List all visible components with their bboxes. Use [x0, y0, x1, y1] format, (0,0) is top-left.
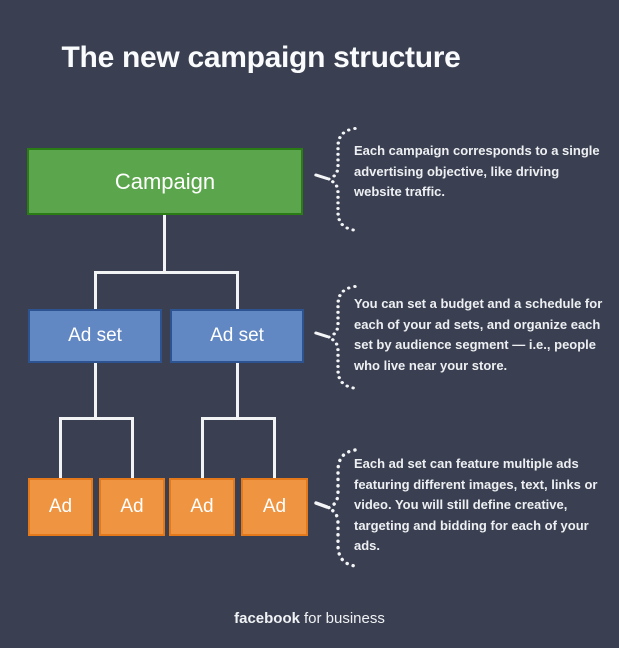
- ad-box-4: Ad: [241, 478, 308, 536]
- connector-line: [201, 417, 204, 478]
- ad-label: Ad: [262, 496, 287, 517]
- campaign-box: Campaign: [27, 148, 303, 215]
- connector-line: [201, 417, 276, 420]
- annotation-ad: Each ad set can feature multiple ads fea…: [354, 456, 598, 553]
- ad-label: Ad: [48, 496, 73, 517]
- connector-line: [163, 215, 166, 273]
- connector-line: [94, 271, 239, 274]
- curly-brace-icon: [313, 446, 359, 568]
- connector-line: [94, 363, 97, 419]
- adset-label: Ad set: [68, 325, 122, 346]
- connector-line: [59, 417, 62, 478]
- ad-box-2: Ad: [99, 478, 165, 536]
- connector-line: [131, 417, 134, 478]
- facebook-wordmark: facebook: [234, 610, 300, 627]
- ad-box-3: Ad: [169, 478, 235, 536]
- ad-label: Ad: [120, 496, 144, 517]
- curly-brace-icon: [313, 125, 359, 232]
- adset-box-2: Ad set: [170, 309, 304, 363]
- ad-label: Ad: [190, 496, 214, 517]
- ad-box-1: Ad: [28, 478, 93, 536]
- connector-line: [273, 417, 276, 478]
- campaign-label: Campaign: [114, 168, 216, 194]
- connector-line: [59, 417, 134, 420]
- adset-label: Ad set: [210, 325, 264, 346]
- adset-box-1: Ad set: [28, 309, 162, 363]
- annotation-adset: You can set a budget and a schedule for …: [354, 296, 603, 373]
- connector-line: [236, 363, 239, 419]
- footer-suffix: for business: [303, 610, 385, 627]
- page-title: The new campaign structure: [61, 41, 461, 74]
- annotation-campaign: Each campaign corresponds to a single ad…: [354, 143, 600, 199]
- connector-line: [94, 271, 97, 309]
- connector-line: [236, 271, 239, 309]
- curly-brace-icon: [313, 283, 359, 390]
